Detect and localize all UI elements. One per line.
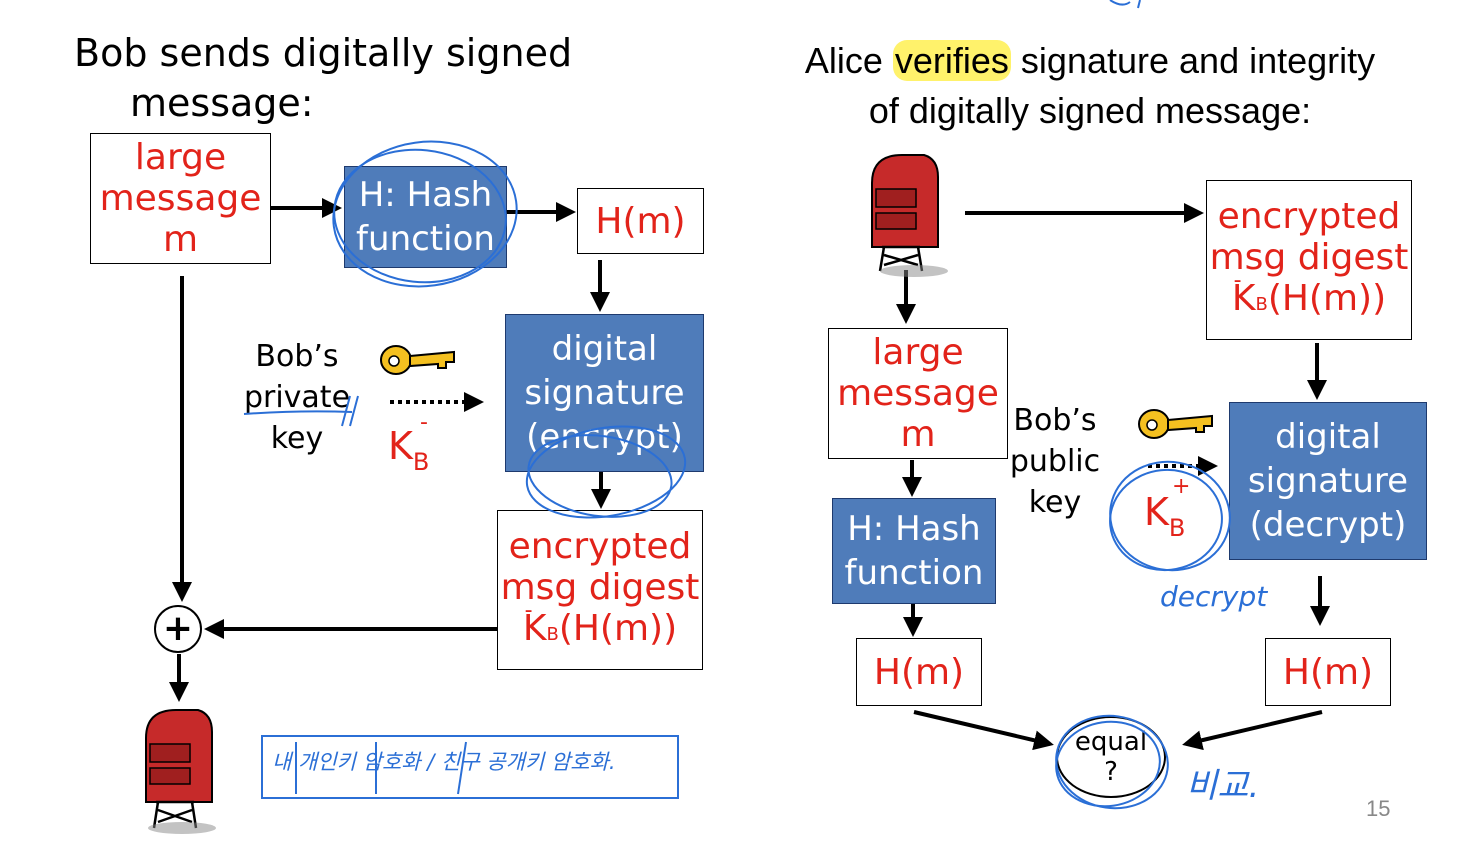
left-heading-line1: Bob sends digitally signed [74, 31, 573, 75]
r-enc-k: K [1231, 277, 1256, 319]
equal-line2: ? [1104, 757, 1118, 787]
ink-memo-dividers [295, 741, 467, 795]
handwritten-memo-left: 내 개인키 암호화 / 친구 공개키 암호화. [272, 750, 616, 774]
right-arrows [896, 203, 1330, 751]
r-large-message-line2: message [837, 373, 999, 414]
mailbox-icon-right [871, 154, 948, 277]
bobs-public-key-label: Bob’s public key [1004, 400, 1106, 523]
public-key-line3: key [1028, 485, 1082, 520]
left-private-key-symbol: KB - [388, 410, 430, 476]
r-hash-function-line2: function [844, 553, 984, 593]
enc-digest-line3: KB(H(m)) - [501, 598, 700, 655]
highlight-verifies: verifies [892, 40, 1011, 81]
r-enc-digest-line2: msg digest [1209, 236, 1409, 278]
right-hash-function-box: H: Hash function [832, 498, 996, 604]
r-hm-left-label: H(m) [873, 651, 965, 693]
bobs-private-key-label: Bob’s private key [234, 336, 360, 459]
enc-k-sup: - [524, 597, 533, 623]
arrow-hm-right-to-equal [1182, 710, 1323, 751]
r-enc-k-sup: - [1233, 267, 1242, 293]
right-heading-pre: Alice [804, 40, 893, 81]
r-hm-right-label: H(m) [1282, 651, 1374, 693]
enc-hm: (H(m)) [558, 607, 678, 649]
right-encrypted-digest-box: encrypted msg digest KB(H(m)) - [1206, 180, 1412, 340]
key-icon-private [380, 345, 455, 375]
ink-mark-top [1109, 0, 1141, 9]
dsig-line2: signature [524, 373, 685, 413]
equal-compare-circle: equal ? [1056, 716, 1166, 798]
enc-digest-line2: msg digest [500, 566, 700, 608]
r-dsig-line3: (decrypt) [1249, 505, 1407, 545]
k-sub: B [412, 447, 430, 476]
r-hash-function-line1: H: Hash [847, 509, 981, 549]
private-key-line3: key [270, 421, 324, 456]
left-arrows [169, 198, 611, 702]
handwritten-compare: 비교. [1186, 766, 1260, 806]
ink-memo-box [261, 735, 679, 799]
large-message-line1: large [134, 137, 227, 178]
right-heading-line1: Alice verifies signature and integrity [770, 36, 1410, 86]
page-number: 15 [1366, 796, 1391, 821]
ink-annotations [243, 0, 1231, 810]
ink-circle-public-key-2 [1109, 460, 1231, 572]
r-dsig-line1: digital [1275, 417, 1381, 457]
ink-circle-encrypt-2 [527, 434, 673, 518]
ink-circle-equal [1055, 720, 1161, 808]
private-key-line2: private [243, 380, 351, 415]
right-large-message-box: large message m [828, 328, 1008, 459]
large-message-line3: m [162, 219, 199, 260]
enc-digest-line1: encrypted [508, 525, 692, 567]
mailbox-icon-left [145, 709, 216, 834]
r-enc-hm: (H(m)) [1267, 277, 1387, 319]
left-encrypted-digest-box: encrypted msg digest KB(H(m)) - [497, 510, 703, 670]
left-hm-box: H(m) [577, 188, 704, 254]
r-enc-digest-line1: encrypted [1217, 195, 1401, 237]
right-heading-post: signature and integrity [1010, 40, 1376, 81]
ink-circle-encrypt [525, 425, 687, 519]
left-heading: Bob sends digitally signed message: [74, 28, 572, 128]
left-heading-line2: message: [130, 81, 314, 125]
left-large-message-box: large message m [90, 133, 271, 264]
public-key-line1: Bob’s [1013, 403, 1097, 438]
enc-k: K [522, 607, 547, 649]
enc-k-sub: B [546, 623, 559, 645]
plus-symbol: + [162, 608, 194, 649]
ink-circle-hash [332, 140, 518, 288]
right-hm-right-box: H(m) [1265, 638, 1391, 706]
r-large-message-line3: m [900, 414, 936, 455]
right-hm-left-box: H(m) [856, 638, 982, 706]
right-heading: Alice verifies signature and integrity o… [770, 36, 1410, 136]
r-dsig-line2: signature [1247, 461, 1409, 501]
r-k-letter: K [1144, 490, 1169, 534]
large-message-line2: message [99, 178, 262, 219]
hash-function-line1: H: Hash [358, 175, 493, 215]
handwritten-decrypt: decrypt [1160, 580, 1268, 613]
r-large-message-line1: large [872, 332, 964, 373]
private-key-line1: Bob’s [255, 339, 339, 374]
r-k-sub: B [1168, 513, 1186, 542]
public-key-line2: public [1009, 444, 1101, 479]
dsig-line1: digital [551, 329, 658, 369]
hash-function-line2: function [356, 219, 495, 259]
left-digital-signature-box: digital signature (encrypt) [505, 314, 704, 472]
ink-circle-hash-2 [333, 148, 507, 284]
equal-line1: equal [1074, 727, 1148, 757]
right-public-key-symbol: KB + [1144, 474, 1190, 542]
right-digital-signature-box: digital signature (decrypt) [1229, 402, 1427, 560]
left-hm-label: H(m) [595, 200, 686, 242]
r-enc-k-sub: B [1255, 293, 1268, 315]
r-k-sup: + [1172, 474, 1191, 499]
r-enc-digest-line3: KB(H(m)) - [1210, 268, 1409, 325]
ink-circle-equal-2 [1055, 714, 1169, 810]
k-sup: - [420, 410, 428, 435]
right-heading-line2: of digitally signed message: [868, 90, 1312, 131]
arrow-hm-left-to-equal [913, 710, 1054, 751]
key-icon-public [1138, 409, 1213, 439]
concat-plus-circle: + [154, 605, 202, 653]
ink-underline-private [243, 395, 359, 427]
k-letter: K [388, 424, 413, 468]
